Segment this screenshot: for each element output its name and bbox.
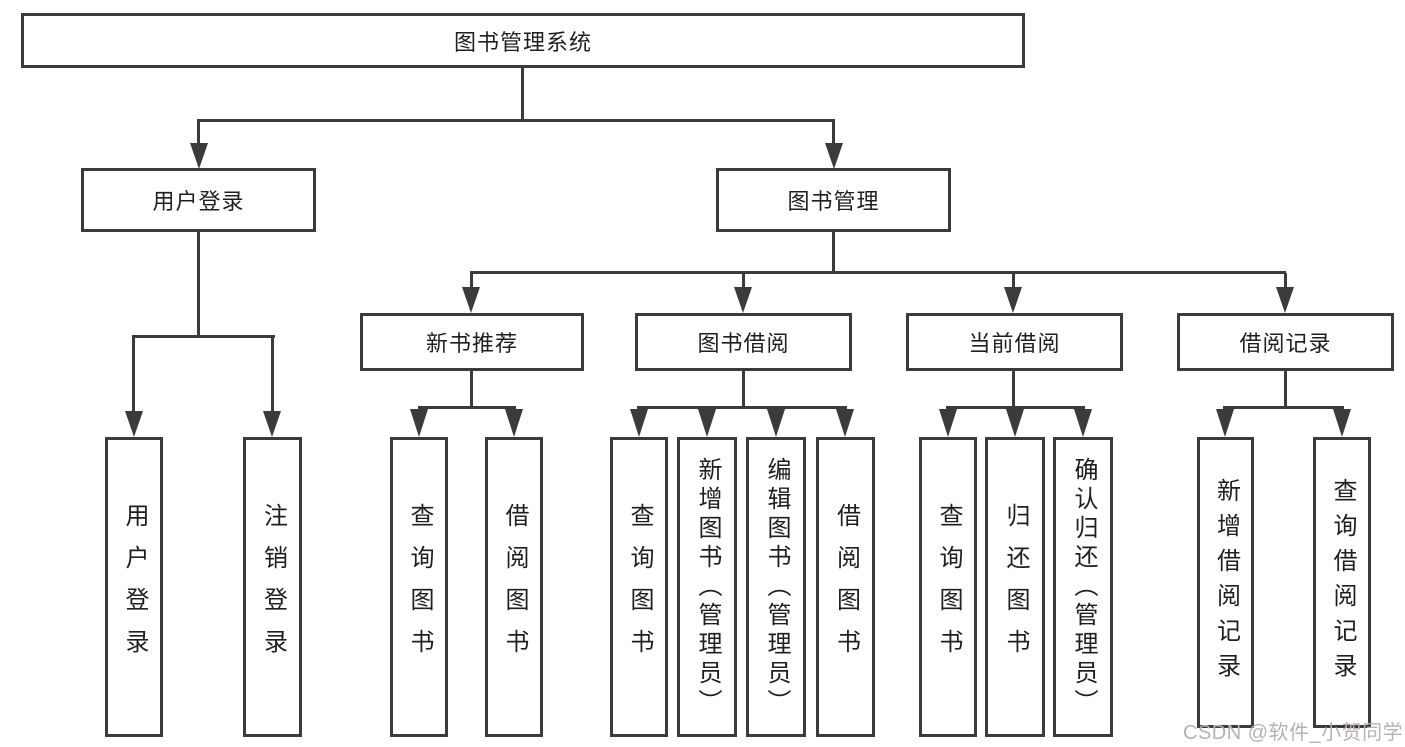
leaf-query-books-1-label: 查询图书 <box>406 503 433 671</box>
leaf-return-books: 归还图书 <box>985 437 1045 737</box>
node-borrowing-records-label: 借阅记录 <box>1239 331 1332 356</box>
connector-stem-user-login <box>197 121 200 146</box>
node-new-book-recommend-label: 新书推荐 <box>425 331 518 356</box>
connector-stem-current-borrow <box>1012 273 1015 289</box>
node-user-login-label: 用户登录 <box>152 189 245 214</box>
arrowhead-to-book-management <box>825 143 843 169</box>
leaf-edit-books-admin: 编辑图书（管理员） <box>746 437 806 737</box>
connector-stem-book-borrow <box>742 273 745 289</box>
arrowhead-leaf-borrow-books-2 <box>836 409 854 437</box>
connector-stem-borrow-records <box>1284 273 1287 289</box>
arrowhead-to-new-books <box>462 287 480 313</box>
arrowhead-leaf-query-books-2 <box>630 409 648 437</box>
connector-root-vertical <box>521 67 524 121</box>
leaf-add-borrow-record-label: 新增借阅记录 <box>1212 477 1240 688</box>
node-book-management: 图书管理 <box>716 168 951 232</box>
leaf-query-books-2: 查询图书 <box>610 437 668 737</box>
arrowhead-leaf-add-books <box>698 409 716 437</box>
leaf-query-borrow-record-label: 查询借阅记录 <box>1329 477 1356 688</box>
leaf-edit-books-admin-label: 编辑图书（管理员） <box>763 456 790 718</box>
leaf-add-books-admin-label: 新增图书（管理员） <box>694 456 721 718</box>
connector-stem-leaf-login <box>132 337 135 413</box>
connector-borrow-records-vertical <box>1284 370 1287 408</box>
leaf-query-books-2-label: 查询图书 <box>626 503 653 671</box>
arrowhead-leaf-query-books-3 <box>939 409 957 437</box>
leaf-query-books-1: 查询图书 <box>390 437 448 737</box>
leaf-add-books-admin: 新增图书（管理员） <box>677 437 737 737</box>
connector-stem-leaf-logout <box>271 337 274 413</box>
node-book-borrowing: 图书借阅 <box>635 313 852 371</box>
node-new-book-recommend: 新书推荐 <box>360 313 584 371</box>
leaf-add-borrow-record: 新增借阅记录 <box>1197 437 1254 728</box>
connector-book-borrow-horizontal <box>637 406 847 409</box>
arrowhead-to-current-borrow <box>1004 287 1022 313</box>
leaf-query-borrow-record: 查询借阅记录 <box>1313 437 1371 728</box>
connector-user-login-vertical <box>197 232 200 338</box>
arrowhead-to-leaf-logout <box>263 411 281 437</box>
node-borrowing-records: 借阅记录 <box>1177 313 1394 371</box>
connector-new-books-horizontal <box>418 406 516 409</box>
arrowhead-leaf-return-books <box>1006 409 1024 437</box>
connector-current-borrow-horizontal <box>946 406 1085 409</box>
arrowhead-leaf-query-borrow-record <box>1333 409 1351 437</box>
leaf-confirm-return-admin: 确认归还（管理员） <box>1053 437 1113 737</box>
connector-borrow-records-horizontal <box>1223 406 1344 409</box>
csdn-watermark: CSDN @软件_小贺同学 <box>1183 722 1404 744</box>
leaf-user-login: 用户登录 <box>105 437 163 737</box>
node-book-management-label: 图书管理 <box>787 189 880 214</box>
leaf-logout-label: 注销登录 <box>259 503 287 671</box>
connector-level3-horizontal <box>470 271 1286 274</box>
leaf-query-books-3: 查询图书 <box>919 437 977 737</box>
connector-stem-book-management <box>832 121 835 146</box>
node-library-management-system: 图书管理系统 <box>21 13 1025 68</box>
arrowhead-to-leaf-login <box>125 411 143 437</box>
leaf-borrow-books-1: 借阅图书 <box>485 437 543 737</box>
arrowhead-leaf-edit-books <box>767 409 785 437</box>
leaf-borrow-books-1-label: 借阅图书 <box>501 503 528 671</box>
arrowhead-to-user-login <box>190 143 208 169</box>
leaf-query-books-3-label: 查询图书 <box>935 503 962 671</box>
connector-stem-new-books <box>470 273 473 289</box>
connector-level2-horizontal <box>197 119 835 122</box>
arrowhead-to-book-borrow <box>734 287 752 313</box>
connector-new-books-vertical <box>470 370 473 408</box>
connector-user-login-horizontal <box>132 335 275 338</box>
arrowhead-leaf-borrow-books-1 <box>505 409 523 437</box>
leaf-logout: 注销登录 <box>243 437 302 737</box>
leaf-return-books-label: 归还图书 <box>1002 503 1029 671</box>
connector-current-borrow-vertical <box>1012 370 1015 408</box>
arrowhead-leaf-query-books-1 <box>410 409 428 437</box>
node-current-borrowing: 当前借阅 <box>906 313 1123 371</box>
node-book-borrowing-label: 图书借阅 <box>697 331 790 356</box>
leaf-borrow-books-2-label: 借阅图书 <box>832 503 860 671</box>
node-user-login: 用户登录 <box>81 168 316 232</box>
connector-book-management-vertical <box>832 232 835 274</box>
connector-book-borrow-vertical <box>742 370 745 408</box>
arrowhead-leaf-add-borrow-record <box>1216 409 1234 437</box>
node-current-borrowing-label: 当前借阅 <box>968 331 1061 356</box>
leaf-user-login-label: 用户登录 <box>121 503 148 671</box>
node-root-label: 图书管理系统 <box>453 29 592 55</box>
arrowhead-leaf-confirm-return <box>1074 409 1092 437</box>
leaf-borrow-books-2: 借阅图书 <box>816 437 875 737</box>
leaf-confirm-return-admin-label: 确认归还（管理员） <box>1070 456 1097 718</box>
arrowhead-to-borrow-records <box>1276 287 1294 313</box>
